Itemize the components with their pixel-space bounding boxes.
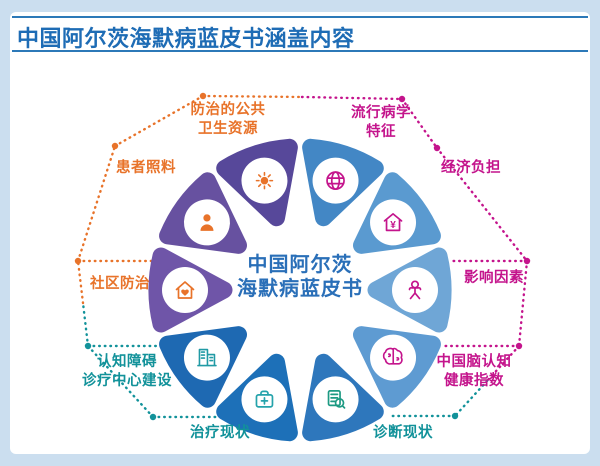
heart-glyph: [181, 289, 189, 296]
person-icon: [408, 280, 422, 300]
label-brain-health-index: 中国脑认知健康指数: [436, 354, 512, 389]
leader-dots-teal: [84, 342, 459, 421]
icon-circle: [183, 199, 230, 246]
label-cognitive-center: 认知障碍诊疗中心建设: [82, 354, 172, 389]
icon-circle: [312, 157, 359, 204]
center-title: 中国阿尔茨 海默病蓝皮书: [200, 253, 400, 301]
leader-lines-magenta: [300, 95, 529, 383]
leader-dots-magenta: [398, 95, 531, 350]
center-title-line2: 海默病蓝皮书: [237, 278, 363, 300]
brain-icon: [382, 347, 403, 365]
center-title-line1: 中国阿尔茨: [247, 254, 353, 276]
page-title: 中国阿尔茨海默病蓝皮书涵盖内容: [17, 26, 355, 51]
building-icon: [197, 348, 217, 367]
house-yen-icon: ¥: [383, 213, 403, 232]
title-rule-top: [12, 16, 588, 18]
content-panel: [10, 12, 590, 454]
icon-circle: [370, 199, 417, 246]
label-influencing-factors: 影响因素: [464, 270, 524, 286]
yen-symbol: ¥: [390, 220, 396, 231]
label-treatment-status: 治疗现状: [190, 425, 250, 441]
icon-circle: [162, 267, 208, 313]
icon-circle: [312, 376, 359, 423]
leader-lines-teal: [81, 301, 489, 419]
medkit-icon: [255, 390, 274, 408]
leader-lines-orange: [76, 94, 304, 305]
sun-icon: [255, 171, 274, 190]
document-search-icon: [327, 390, 346, 409]
label-public-health-resources: 防治的公共卫生资源: [190, 102, 266, 137]
label-patient-care: 患者照料: [116, 160, 176, 176]
title-rule-bottom: [12, 50, 588, 52]
caregiver-icon: [200, 214, 214, 231]
label-economic-burden: 经济负担: [441, 160, 501, 176]
label-epidemiology: 流行病学特征: [351, 105, 411, 140]
globe-icon: [326, 171, 345, 190]
leader-dots-orange: [74, 92, 207, 265]
label-community-prevention: 社区防治: [90, 276, 150, 292]
label-diagnosis-status: 诊断现状: [373, 425, 433, 441]
house-heart-icon: [175, 281, 195, 299]
